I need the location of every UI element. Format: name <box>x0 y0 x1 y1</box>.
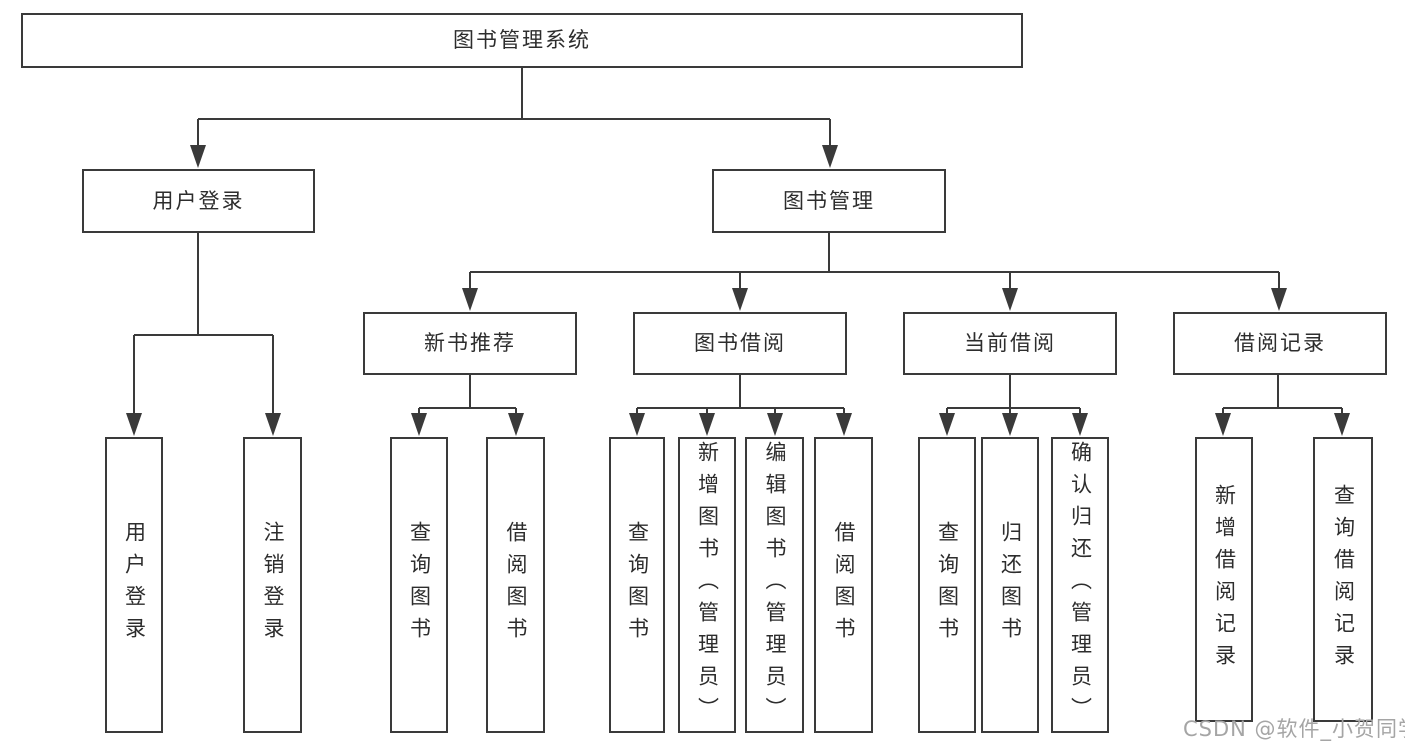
watermark-text: CSDN @软件_小贺同学 <box>1183 717 1405 741</box>
node-root-system: 图书管理系统 <box>21 13 1023 68</box>
leaf-borrow-books-recommend: 借阅图书 <box>486 437 545 733</box>
node-book-management: 图书管理 <box>712 169 946 233</box>
leaf-return-book-label: 归还图书 <box>998 521 1023 649</box>
leaf-confirm-return-admin-label: 确认归还（管理员） <box>1068 441 1093 729</box>
leaf-user-login: 用户登录 <box>105 437 163 733</box>
leaf-borrow-book-label: 借阅图书 <box>832 521 856 649</box>
node-new-book-recommend: 新书推荐 <box>363 312 577 375</box>
leaf-query-books-current: 查询图书 <box>918 437 976 733</box>
node-borrow-record: 借阅记录 <box>1173 312 1387 375</box>
leaf-return-book: 归还图书 <box>981 437 1039 733</box>
node-user-login: 用户登录 <box>82 169 315 233</box>
leaf-query-books-current-label: 查询图书 <box>935 521 960 649</box>
leaf-query-books-recommend-label: 查询图书 <box>407 521 432 649</box>
leaf-add-book-admin-label: 新增图书（管理员） <box>695 441 720 729</box>
leaf-add-borrow-record-label: 新增借阅记录 <box>1212 483 1237 676</box>
leaf-logout: 注销登录 <box>243 437 302 733</box>
leaf-logout-label: 注销登录 <box>261 521 285 649</box>
leaf-add-borrow-record: 新增借阅记录 <box>1195 437 1253 722</box>
leaf-query-books-borrow: 查询图书 <box>609 437 665 733</box>
node-book-borrow: 图书借阅 <box>633 312 847 375</box>
leaf-borrow-book: 借阅图书 <box>814 437 873 733</box>
leaf-edit-book-admin: 编辑图书（管理员） <box>745 437 804 733</box>
leaf-query-books-recommend: 查询图书 <box>390 437 448 733</box>
leaf-borrow-books-recommend-label: 借阅图书 <box>504 521 528 649</box>
leaf-query-books-borrow-label: 查询图书 <box>625 521 650 649</box>
leaf-confirm-return-admin: 确认归还（管理员） <box>1051 437 1109 733</box>
leaf-query-borrow-record-label: 查询借阅记录 <box>1331 483 1356 676</box>
leaf-query-borrow-record: 查询借阅记录 <box>1313 437 1373 722</box>
leaf-add-book-admin: 新增图书（管理员） <box>678 437 736 733</box>
leaf-edit-book-admin-label: 编辑图书（管理员） <box>763 441 787 729</box>
node-current-borrow: 当前借阅 <box>903 312 1117 375</box>
leaf-user-login-label: 用户登录 <box>122 521 147 649</box>
